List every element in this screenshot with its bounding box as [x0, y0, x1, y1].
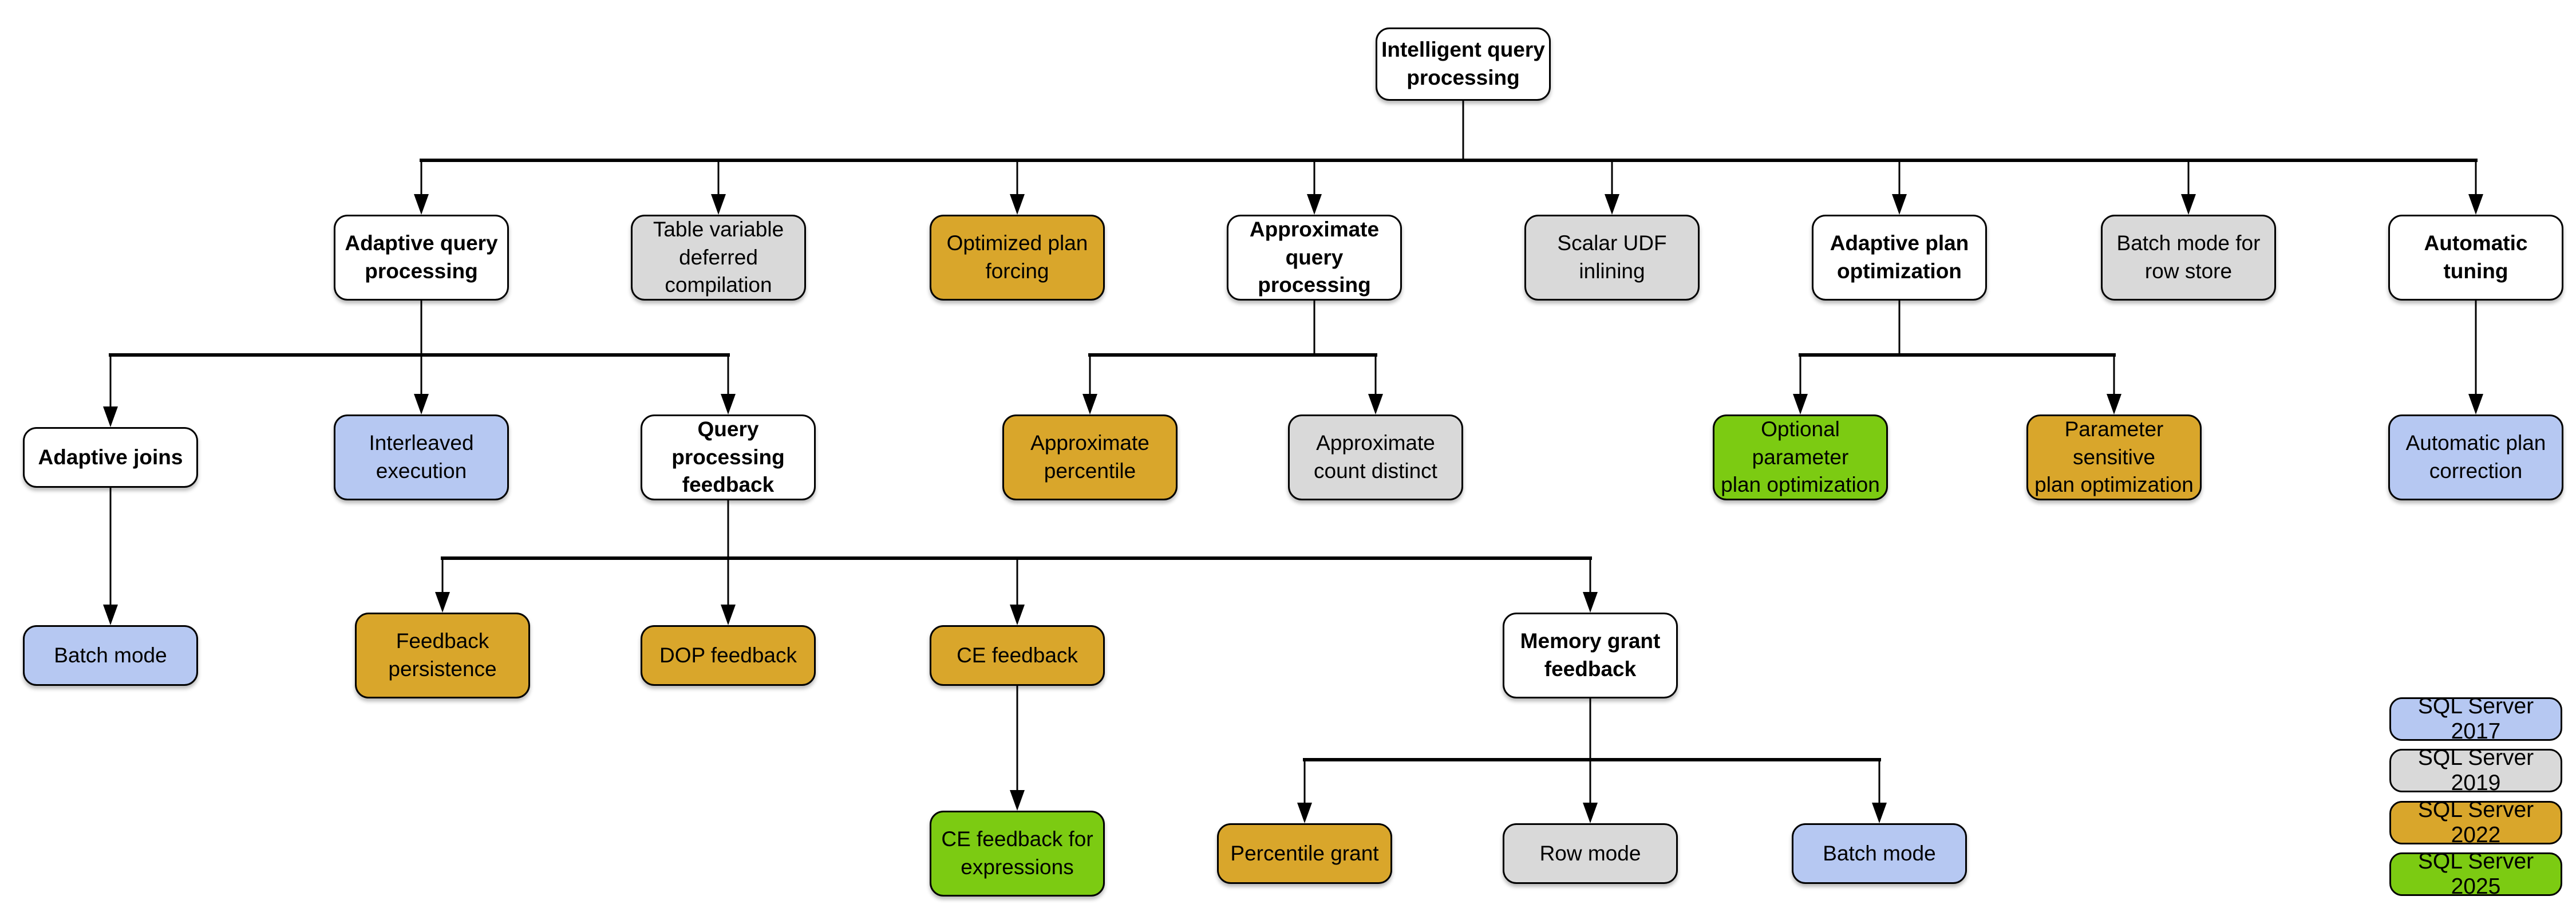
node-automatic-tuning: Automatic tuning	[2388, 215, 2563, 301]
node-feedback-persistence: Feedback persistence	[355, 613, 530, 698]
arrowhead-icon	[721, 394, 736, 414]
node-label: Automatic tuning	[2424, 231, 2528, 283]
arrowhead-icon	[711, 194, 726, 215]
node-adaptive-query-processing: Adaptive query processing	[334, 215, 509, 301]
arrowhead-icon	[2468, 194, 2483, 215]
node-batch-mode-row-store: Batch mode for row store	[2101, 215, 2276, 301]
node-intelligent-query-processing: Intelligent query processing	[1376, 27, 1551, 101]
node-label: DOP feedback	[659, 643, 797, 667]
arrowhead-icon	[2107, 394, 2121, 414]
arrowhead-icon	[1010, 605, 1025, 625]
node-label: Row mode	[1539, 841, 1641, 865]
node-label: Batch mode	[54, 643, 167, 667]
legend-label: SQL Server 2025	[2417, 849, 2534, 899]
node-adaptive-joins: Adaptive joins	[23, 427, 198, 488]
node-approximate-count-distinct: Approximate count distinct	[1288, 414, 1463, 500]
node-label: Interleaved execution	[369, 431, 474, 483]
node-optimized-plan-forcing: Optimized plan forcing	[930, 215, 1105, 301]
node-label: Memory grant feedback	[1520, 629, 1661, 681]
legend-item-sql2019: SQL Server 2019	[2389, 745, 2562, 795]
node-label: Adaptive query processing	[345, 231, 498, 283]
node-label: Query processing feedback	[671, 417, 785, 497]
node-label: Percentile grant	[1230, 841, 1379, 865]
node-label: Automatic plan correction	[2405, 431, 2546, 483]
arrowhead-icon	[2468, 394, 2483, 414]
arrowhead-icon	[435, 592, 450, 613]
arrowhead-icon	[414, 194, 429, 215]
node-parameter-sensitive-plan-optimization: Parameter sensitive plan optimization	[2026, 414, 2202, 500]
arrowhead-icon	[103, 406, 118, 427]
legend-item-sql2025: SQL Server 2025	[2389, 849, 2562, 899]
node-label: Table variable deferred compilation	[653, 217, 784, 297]
node-memory-grant-feedback: Memory grant feedback	[1503, 613, 1678, 698]
legend-item-sql2022: SQL Server 2022	[2389, 797, 2562, 847]
arrowhead-icon	[1307, 194, 1322, 215]
node-label: Batch mode for row store	[2116, 231, 2261, 283]
arrowhead-icon	[2181, 194, 2196, 215]
legend-label: SQL Server 2022	[2417, 797, 2534, 847]
arrowhead-icon	[103, 605, 118, 625]
node-ce-feedback-for-expressions: CE feedback for expressions	[930, 811, 1105, 897]
arrowhead-icon	[1583, 592, 1598, 613]
node-label: Approximate count distinct	[1314, 431, 1437, 483]
arrowhead-icon	[1872, 803, 1887, 823]
node-label: CE feedback for expressions	[941, 827, 1093, 879]
node-interleaved-execution: Interleaved execution	[334, 414, 509, 500]
arrowhead-icon	[1605, 194, 1619, 215]
node-label: Adaptive plan optimization	[1830, 231, 1969, 283]
node-dop-feedback: DOP feedback	[641, 625, 816, 686]
node-row-mode: Row mode	[1503, 823, 1678, 884]
arrowhead-icon	[1892, 194, 1907, 215]
legend-label: SQL Server 2019	[2417, 745, 2534, 795]
arrowhead-icon	[1583, 803, 1598, 823]
arrowhead-icon	[1010, 194, 1025, 215]
node-label: CE feedback	[957, 643, 1078, 667]
node-label: Adaptive joins	[38, 445, 183, 469]
arrowhead-icon	[1368, 394, 1383, 414]
node-optional-parameter-plan-optimization: Optional parameter plan optimization	[1713, 414, 1888, 500]
node-batch-mode-adaptive-joins: Batch mode	[23, 625, 198, 686]
node-label: Approximate query processing	[1249, 217, 1380, 297]
arrowhead-icon	[721, 605, 736, 625]
node-label: Batch mode	[1823, 841, 1936, 865]
arrowhead-icon	[1010, 790, 1025, 811]
legend-label: SQL Server 2017	[2417, 694, 2534, 744]
node-label: Scalar UDF inlining	[1557, 231, 1667, 283]
node-label: Optional parameter plan optimization	[1721, 417, 1880, 497]
arrowhead-icon	[414, 394, 429, 414]
node-table-variable-deferred-compilation: Table variable deferred compilation	[631, 215, 806, 301]
node-approximate-query-processing: Approximate query processing	[1227, 215, 1402, 301]
node-adaptive-plan-optimization: Adaptive plan optimization	[1812, 215, 1987, 301]
arrowhead-icon	[1082, 394, 1097, 414]
node-label: Optimized plan forcing	[946, 231, 1088, 283]
legend-item-sql2017: SQL Server 2017	[2389, 694, 2562, 744]
node-approximate-percentile: Approximate percentile	[1002, 414, 1178, 500]
node-label: Approximate percentile	[1030, 431, 1149, 483]
node-batch-mode-memory-grant: Batch mode	[1792, 823, 1967, 884]
arrowhead-icon	[1793, 394, 1808, 414]
node-scalar-udf-inlining: Scalar UDF inlining	[1524, 215, 1700, 301]
node-automatic-plan-correction: Automatic plan correction	[2388, 414, 2563, 500]
node-label: Parameter sensitive plan optimization	[2034, 417, 2194, 497]
node-query-processing-feedback: Query processing feedback	[641, 414, 816, 500]
node-label: Feedback persistence	[388, 629, 497, 681]
arrowhead-icon	[1297, 803, 1312, 823]
node-label: Intelligent query processing	[1381, 38, 1545, 89]
node-percentile-grant: Percentile grant	[1217, 823, 1392, 884]
node-ce-feedback: CE feedback	[930, 625, 1105, 686]
